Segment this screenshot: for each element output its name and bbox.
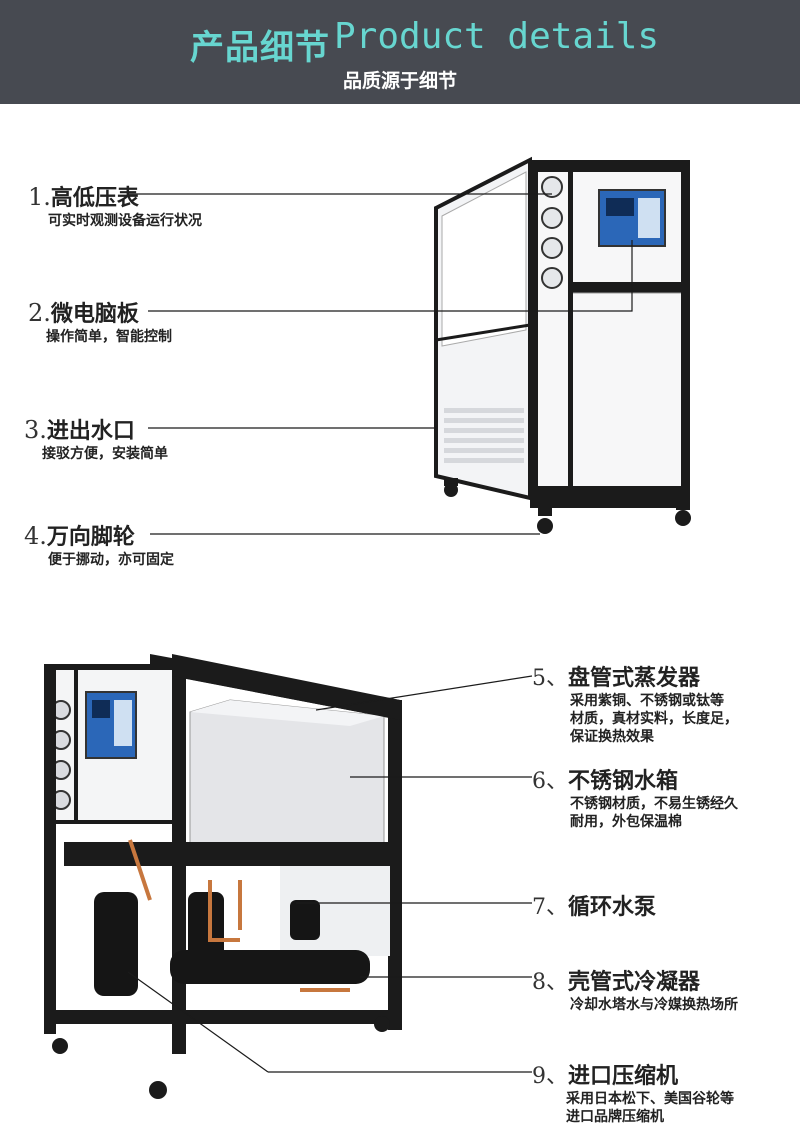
feature-1: 1.高低压表 可实时观测设备运行状况: [28, 180, 202, 230]
title-en: Product details: [334, 16, 660, 57]
feature-7: 7、循环水泵: [532, 889, 656, 921]
feature-4-name: 万向脚轮: [46, 525, 135, 550]
feature-1-name: 高低压表: [50, 186, 139, 211]
header-banner: 产品细节 Product details 品质源于细节: [0, 0, 800, 104]
top-machine-image: [434, 156, 691, 534]
feature-8-num: 8、: [532, 970, 568, 995]
feature-2-num: 2.: [28, 299, 51, 327]
feature-4-num: 4.: [24, 522, 47, 550]
feature-4: 4.万向脚轮 便于挪动，亦可固定: [24, 519, 174, 569]
feature-6: 6、不锈钢水箱 不锈钢材质，不易生锈经久 耐用，外包保温棉: [532, 763, 738, 831]
feature-4-desc: 便于挪动，亦可固定: [48, 552, 174, 568]
feature-3-desc: 接驳方便，安装简单: [42, 446, 168, 462]
feature-7-name: 循环水泵: [568, 895, 657, 920]
feature-2: 2.微电脑板 操作简单，智能控制: [28, 296, 172, 346]
feature-2-desc: 操作简单，智能控制: [46, 329, 172, 345]
feature-5-desc-1: 采用紫铜、不锈钢或钛等: [570, 693, 724, 709]
feature-8-name: 壳管式冷凝器: [568, 970, 701, 995]
feature-9-num: 9、: [532, 1064, 568, 1089]
feature-9-desc-1: 采用日本松下、美国谷轮等: [566, 1091, 734, 1107]
feature-5: 5、盘管式蒸发器 采用紫铜、不锈钢或钛等 材质，真材实料，长度足， 保证换热效果: [532, 660, 738, 746]
feature-9: 9、进口压缩机 采用日本松下、美国谷轮等 进口品牌压缩机: [532, 1058, 734, 1126]
feature-9-desc-2: 进口品牌压缩机: [566, 1109, 664, 1125]
title-cn: 产品细节: [190, 28, 330, 68]
feature-1-num: 1.: [28, 183, 51, 211]
feature-5-desc-2: 材质，真材实料，长度足，: [570, 711, 738, 727]
feature-6-name: 不锈钢水箱: [568, 769, 679, 794]
feature-8-desc-1: 冷却水塔水与冷媒换热场所: [570, 997, 738, 1013]
feature-5-num: 5、: [532, 666, 568, 691]
feature-3-name: 进出水口: [46, 419, 135, 444]
bottom-machine-image: [44, 654, 402, 1099]
feature-6-num: 6、: [532, 769, 568, 794]
feature-7-num: 7、: [532, 895, 568, 920]
feature-8: 8、壳管式冷凝器 冷却水塔水与冷媒换热场所: [532, 964, 738, 1014]
feature-3-num: 3.: [24, 416, 47, 444]
feature-5-desc-3: 保证换热效果: [570, 729, 654, 745]
feature-5-name: 盘管式蒸发器: [568, 666, 701, 691]
feature-9-name: 进口压缩机: [568, 1064, 679, 1089]
bottom-leader-lines: [127, 675, 533, 1073]
top-leader-lines: [128, 193, 633, 535]
feature-3: 3.进出水口 接驳方便，安装简单: [24, 413, 168, 463]
subtitle: 品质源于细节: [342, 70, 457, 92]
feature-6-desc-1: 不锈钢材质，不易生锈经久: [570, 796, 738, 812]
feature-2-name: 微电脑板: [50, 302, 139, 327]
feature-6-desc-2: 耐用，外包保温棉: [570, 814, 682, 830]
feature-1-desc: 可实时观测设备运行状况: [48, 213, 202, 229]
